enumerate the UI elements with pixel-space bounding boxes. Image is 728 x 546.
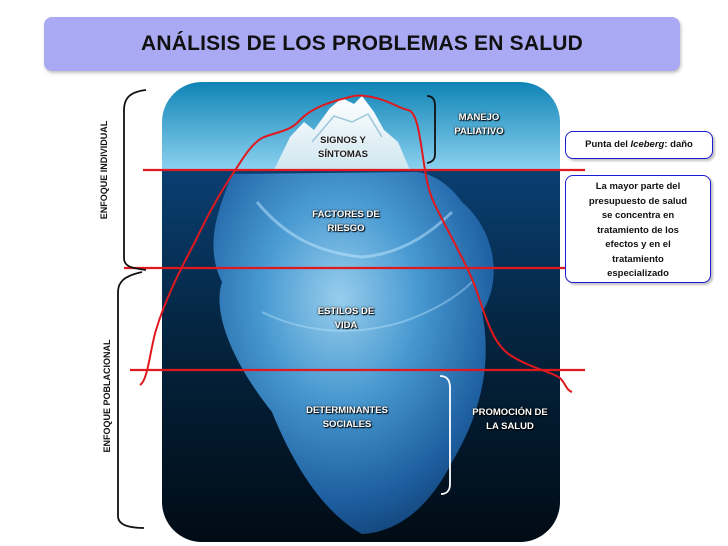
label-manejo-line1: MANEJO bbox=[458, 112, 500, 123]
label-determinantes-sociales: DETERMINANTES SOCIALES bbox=[297, 404, 397, 432]
label-factores-line2: RIESGO bbox=[327, 223, 365, 234]
punta-prefix: Punta del bbox=[585, 139, 631, 150]
label-estilos-vida: ESTILOS DE VIDA bbox=[306, 305, 386, 333]
title-bar: ANÁLISIS DE LOS PROBLEMAS EN SALUD bbox=[44, 17, 680, 71]
page-title: ANÁLISIS DE LOS PROBLEMAS EN SALUD bbox=[141, 32, 583, 55]
presupuesto-line7: especializado bbox=[607, 268, 669, 279]
callout-presupuesto: La mayor parte del presupuesto de salud … bbox=[565, 175, 711, 283]
presupuesto-line5: efectos y en el bbox=[605, 239, 671, 250]
label-signos-sintomas: SIGNOS Y SÍNTOMAS bbox=[308, 134, 378, 162]
label-promocion-line2: LA SALUD bbox=[486, 421, 534, 432]
label-signos-line1: SIGNOS Y bbox=[320, 135, 366, 146]
bracket-individual bbox=[123, 89, 147, 271]
presupuesto-line1: La mayor parte del bbox=[595, 181, 681, 192]
label-estilos-line2: VIDA bbox=[334, 320, 358, 331]
bracket-poblacional bbox=[117, 271, 145, 529]
label-promocion-salud: PROMOCIÓN DE LA SALUD bbox=[462, 406, 558, 434]
label-promocion-line1: PROMOCIÓN DE bbox=[472, 407, 548, 418]
presupuesto-line6: tratamiento bbox=[612, 253, 664, 265]
callout-punta-iceberg: Punta del Iceberg: daño bbox=[565, 131, 713, 159]
label-determinantes-line1: DETERMINANTES bbox=[306, 405, 388, 416]
presupuesto-line3: se concentra en bbox=[601, 210, 675, 221]
label-manejo-line2: PALIATIVO bbox=[454, 126, 504, 137]
presupuesto-line2: presupuesto de salud bbox=[588, 195, 688, 207]
label-determinantes-line2: SOCIALES bbox=[322, 419, 372, 430]
label-signos-line2: SÍNTOMAS bbox=[318, 149, 368, 160]
label-factores-line1: FACTORES DE bbox=[312, 209, 380, 220]
punta-suffix: : daño bbox=[664, 139, 693, 150]
punta-iceberg-word: Iceberg bbox=[630, 139, 665, 150]
label-enfoque-individual: ENFOQUE INDIVIDUAL bbox=[99, 120, 109, 220]
label-enfoque-poblacional: ENFOQUE POBLACIONAL bbox=[102, 339, 112, 453]
presupuesto-line4: tratamiento de los bbox=[597, 224, 679, 236]
label-estilos-line1: ESTILOS DE bbox=[317, 306, 375, 317]
label-manejo-paliativo: MANEJO PALIATIVO bbox=[443, 111, 515, 139]
label-factores-riesgo: FACTORES DE RIESGO bbox=[303, 208, 389, 236]
